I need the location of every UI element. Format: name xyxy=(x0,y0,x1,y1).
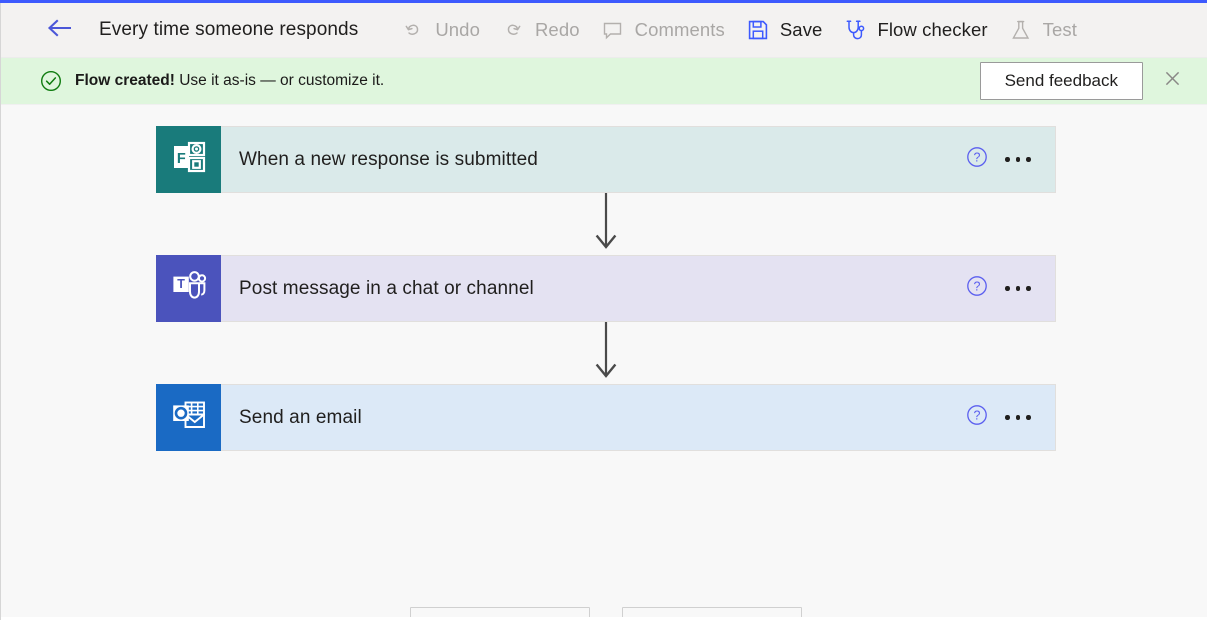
flow-title: Every time someone responds xyxy=(99,19,359,40)
comments-label: Comments xyxy=(634,19,725,40)
flow-step-card[interactable]: Send an email ? xyxy=(156,384,1056,451)
flow-created-banner: Flow created! Use it as-is — or customiz… xyxy=(1,58,1207,105)
step-more-button[interactable] xyxy=(995,142,1041,178)
step-actions: ? xyxy=(959,385,1055,450)
step-icon-container: T xyxy=(156,255,221,322)
svg-text:?: ? xyxy=(974,151,981,165)
microsoft-teams-icon: T xyxy=(170,267,208,310)
step-actions: ? xyxy=(959,256,1055,321)
microsoft-forms-icon: F xyxy=(170,138,208,181)
save-flow-button[interactable]: Save xyxy=(622,607,802,617)
new-step-button[interactable]: + New step xyxy=(410,607,590,617)
microsoft-outlook-icon xyxy=(170,396,208,439)
stethoscope-icon xyxy=(843,18,867,42)
svg-text:?: ? xyxy=(974,409,981,423)
step-help-button[interactable]: ? xyxy=(959,271,995,307)
step-more-button[interactable] xyxy=(995,271,1041,307)
redo-label: Redo xyxy=(534,19,580,40)
banner-subtitle: Use it as-is — or customize it. xyxy=(179,72,385,89)
more-horizontal-icon xyxy=(1005,157,1010,162)
save-label: Save xyxy=(779,19,823,40)
arrow-left-icon xyxy=(46,18,74,43)
redo-icon xyxy=(501,18,525,42)
undo-icon xyxy=(401,18,425,42)
help-circle-icon: ? xyxy=(966,275,988,302)
step-more-button[interactable] xyxy=(995,400,1041,436)
flow-designer: Every time someone responds Undo Redo xyxy=(0,3,1207,620)
test-button[interactable]: Test xyxy=(1000,10,1086,50)
flow-connector xyxy=(156,319,1056,387)
more-horizontal-icon xyxy=(1005,415,1010,420)
flow-connector xyxy=(156,190,1056,258)
close-icon xyxy=(1163,69,1182,93)
undo-label: Undo xyxy=(435,19,480,40)
back-button[interactable] xyxy=(43,13,77,47)
step-title: Post message in a chat or channel xyxy=(239,277,534,299)
arrow-down-icon xyxy=(592,190,620,258)
flow-step-list: F When a new response is submitted ? xyxy=(156,126,1056,451)
step-actions: ? xyxy=(959,127,1055,192)
flow-checker-button[interactable]: Flow checker xyxy=(834,10,996,50)
step-title: Send an email xyxy=(239,406,362,428)
banner-message: Flow created! Use it as-is — or customiz… xyxy=(75,72,384,90)
undo-button[interactable]: Undo xyxy=(392,10,489,50)
flow-step-card[interactable]: T Post message in a chat or channel ? xyxy=(156,255,1056,322)
flask-icon xyxy=(1009,18,1033,42)
save-disk-icon xyxy=(746,18,770,42)
flow-checker-label: Flow checker xyxy=(877,19,988,40)
arrow-down-icon xyxy=(592,319,620,387)
step-help-button[interactable]: ? xyxy=(959,142,995,178)
svg-text:T: T xyxy=(177,277,185,291)
send-feedback-button[interactable]: Send feedback xyxy=(979,62,1143,100)
banner-title: Flow created! xyxy=(75,72,175,89)
canvas-footer: + New step Save xyxy=(156,607,1056,617)
top-accent-bar xyxy=(0,0,1207,3)
test-label: Test xyxy=(1042,19,1077,40)
comments-button[interactable]: Comments xyxy=(592,10,734,50)
more-horizontal-icon xyxy=(1005,286,1010,291)
flow-step-card[interactable]: F When a new response is submitted ? xyxy=(156,126,1056,193)
step-help-button[interactable]: ? xyxy=(959,400,995,436)
svg-text:?: ? xyxy=(974,280,981,294)
banner-close-button[interactable] xyxy=(1153,62,1191,100)
step-icon-container xyxy=(156,384,221,451)
svg-text:F: F xyxy=(176,151,185,167)
command-bar: Every time someone responds Undo Redo xyxy=(1,3,1207,58)
help-circle-icon: ? xyxy=(966,404,988,431)
save-button[interactable]: Save xyxy=(737,10,832,50)
redo-button[interactable]: Redo xyxy=(492,10,589,50)
comment-icon xyxy=(601,18,625,42)
step-title: When a new response is submitted xyxy=(239,148,538,170)
check-circle-icon xyxy=(39,69,63,93)
flow-canvas: F When a new response is submitted ? xyxy=(1,105,1207,617)
help-circle-icon: ? xyxy=(966,146,988,173)
step-icon-container: F xyxy=(156,126,221,193)
